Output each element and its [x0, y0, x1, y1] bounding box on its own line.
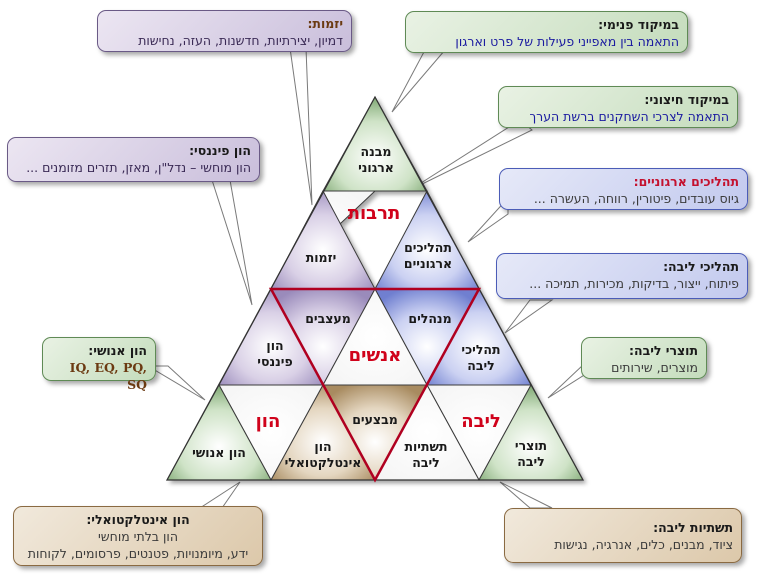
callout-org-processes-title: תהליכים ארגוניים:	[633, 174, 739, 189]
callout-core-infrastructure-title: תשתיות ליבה:	[653, 520, 733, 535]
callout-entrepreneurship: יזמות: דמיון, יצירתיות, חדשנות, העזה, נח…	[97, 10, 352, 52]
callout-external-focus: במיקוד חיצוני: התאמה לצרכי השחקנים ברשת …	[498, 86, 738, 128]
callout-entrepreneurship-text: דמיון, יצירתיות, חדשנות, העזה, נחישות	[138, 33, 343, 48]
label-intellectual-capital-2: אינטלקטואלי	[285, 455, 362, 470]
callout-core-infrastructure: תשתיות ליבה: ציוד, מבנים, כלים, אנרגיה, …	[504, 508, 742, 563]
pointer-financial-capital	[211, 179, 253, 306]
label-capital: הון	[256, 411, 281, 432]
label-core-products-1: תוצרי	[515, 438, 547, 453]
label-core: ליבה	[461, 411, 501, 432]
callout-financial-capital: הון פיננסי: הון מוחשי – נדל"ן, מאזן, תזר…	[7, 137, 260, 182]
pointer-core-processes	[504, 299, 554, 334]
inverted-red-triangle	[268, 287, 482, 483]
callout-internal-focus-text: התאמה בין מאפייני פעילות של פרט וארגון	[455, 34, 679, 49]
callout-core-processes-title: תהליכי ליבה:	[663, 259, 739, 274]
label-financial-capital-2: פיננסי	[257, 354, 292, 369]
label-core-infrastructure-2: ליבה	[412, 455, 439, 470]
callout-internal-focus: במיקוד פנימי: התאמה בין מאפייני פעילות ש…	[405, 11, 688, 53]
callout-human-capital-text: IQ, EQ, PQ, SQ	[69, 360, 147, 392]
callout-intellectual-capital-line2: ידע, מיומנויות, פטנטים, פרסומים, לקוחות	[27, 546, 249, 561]
label-human-capital: הון אנושי	[192, 445, 246, 460]
callout-core-processes: תהליכי ליבה: פיתוח, ייצור, בדיקות, מכירו…	[496, 253, 748, 299]
callout-external-focus-title: במיקוד חיצוני:	[644, 92, 729, 107]
label-core-infrastructure-1: תשתיות	[404, 439, 447, 454]
label-designers: מעצבים	[305, 311, 351, 326]
label-org-processes-2: ארגוניים	[404, 256, 452, 271]
label-executors: מבצעים	[352, 412, 398, 427]
label-culture: תרבות	[348, 203, 401, 224]
label-org-processes-1: תהליכים	[404, 240, 452, 255]
callout-entrepreneurship-title: יזמות:	[307, 16, 343, 31]
callout-intellectual-capital-line1: הון בלתי מוחשי	[98, 529, 178, 544]
callout-core-products: תוצרי ליבה: מוצרים, שירותים	[581, 337, 707, 379]
callout-core-processes-text: פיתוח, ייצור, בדיקות, מכירות, תמיכה ...	[529, 276, 739, 291]
callout-core-products-title: תוצרי ליבה:	[628, 343, 698, 358]
label-managers: מנהלים	[408, 311, 451, 326]
label-financial-capital-1: הון	[266, 338, 283, 353]
pointer-intellectual-capital	[198, 481, 241, 509]
callout-human-capital: הון אנושי: IQ, EQ, PQ, SQ	[42, 337, 156, 392]
callout-core-infrastructure-text: ציוד, מבנים, כלים, אנרגיה, נגישות	[554, 537, 733, 552]
label-core-processes-1: תהליכי	[461, 342, 500, 357]
pointer-human-capital	[146, 365, 206, 401]
callout-core-products-text: מוצרים, שירותים	[611, 360, 698, 375]
callout-intellectual-capital: הון אינטלקטואלי: הון בלתי מוחשי ידע, מיו…	[13, 506, 263, 566]
callout-external-focus-text: התאמה לצרכי השחקנים ברשת הערך	[529, 109, 729, 124]
label-org-structure-1: מבנה	[361, 144, 392, 159]
label-org-structure-2: ארגוני	[358, 160, 394, 175]
callout-financial-capital-title: הון פיננסי:	[189, 143, 251, 158]
label-entrepreneurship: יזמות	[306, 250, 337, 265]
callout-intellectual-capital-title: הון אינטלקטואלי:	[86, 512, 190, 527]
pointer-internal-focus	[391, 49, 447, 113]
pointer-entrepreneurship	[289, 47, 313, 206]
callout-human-capital-title: הון אנושי:	[88, 343, 147, 358]
callout-org-processes-text: גיוס עובדים, פיטורין, רווחה, העשרה ...	[533, 191, 739, 206]
callout-internal-focus-title: במיקוד פנימי:	[598, 17, 679, 32]
label-core-processes-2: ליבה	[467, 358, 494, 373]
label-people: אנשים	[349, 345, 402, 366]
label-core-products-2: ליבה	[517, 454, 544, 469]
label-intellectual-capital-1: הון	[314, 439, 331, 454]
callout-org-processes: תהליכים ארגוניים: גיוס עובדים, פיטורין, …	[499, 168, 748, 210]
pointer-core-infrastructure	[499, 481, 553, 509]
callout-financial-capital-text: הון מוחשי – נדל"ן, מאזן, תזרים מזומנים .…	[26, 160, 251, 175]
